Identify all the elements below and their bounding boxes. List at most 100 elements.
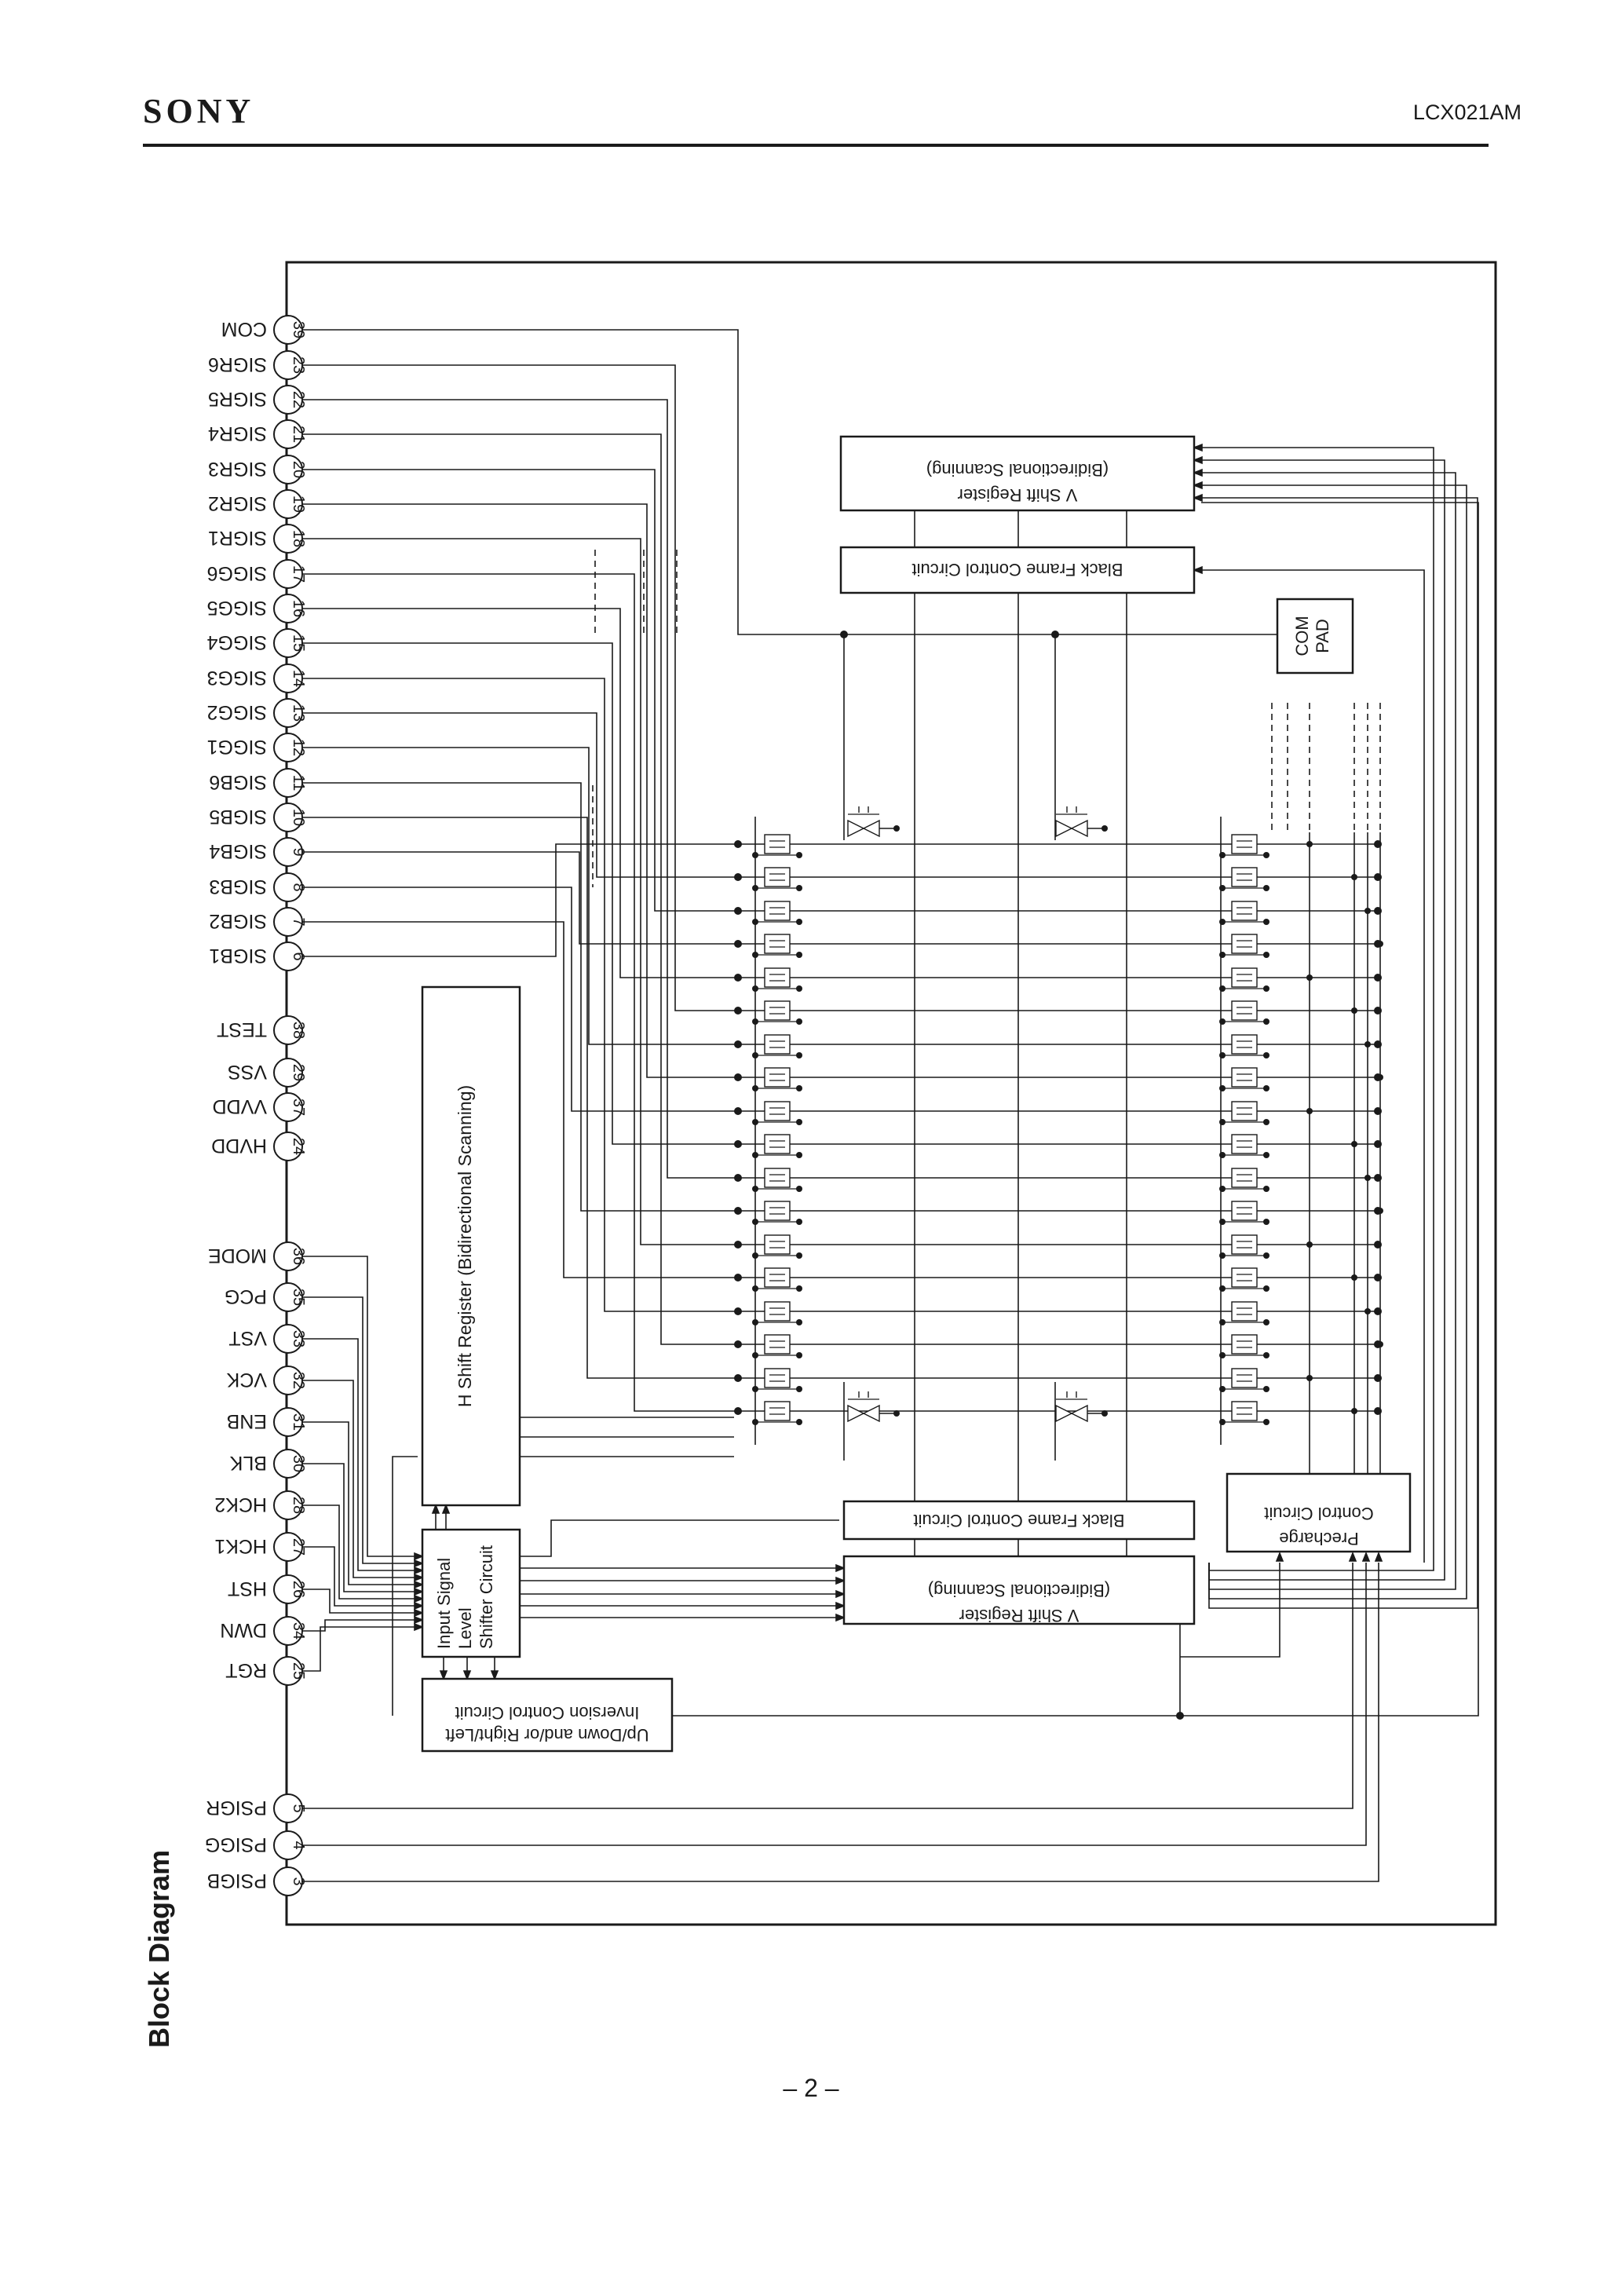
pin-number: 19	[290, 495, 307, 513]
matrix-row	[734, 967, 1382, 992]
v-shift-register-bottom-block: V Shift Register (Bidirectional Scanning…	[842, 1555, 1196, 1625]
pixel-switch	[1219, 1267, 1269, 1292]
precharge-line1: Precharge	[1279, 1529, 1359, 1548]
pixel-switch	[752, 1000, 802, 1025]
matrix-row	[734, 834, 1382, 858]
pin-number: 16	[290, 600, 307, 617]
pin-hvdd: 24 HVDD	[211, 1132, 307, 1161]
pin-number: 9	[290, 847, 307, 856]
matrix-row	[734, 901, 1382, 925]
pin-name: SIGB1	[209, 945, 267, 967]
matrix-row	[734, 934, 1383, 958]
matrix-row	[734, 867, 1382, 891]
pin-number: 24	[290, 1138, 307, 1155]
pixel-switch-matrix	[734, 806, 1383, 1445]
pixel-switch	[752, 834, 802, 858]
pin-name: HVDD	[211, 1135, 267, 1157]
pixel-switch	[752, 1034, 802, 1058]
transmission-gate	[847, 806, 900, 838]
pin-hck2: 28 HCK2	[214, 1490, 307, 1520]
pin-name: SIGR3	[208, 458, 267, 480]
pin-number: 36	[290, 1248, 307, 1265]
matrix-row	[734, 1267, 1382, 1292]
pin-sigb1: 6 SIGB1	[209, 941, 307, 971]
pin-sigb4: 9 SIGB4	[209, 837, 307, 867]
pixel-switch	[752, 901, 802, 925]
matrix-row	[734, 1067, 1383, 1091]
pixel-switch	[752, 1067, 802, 1091]
pixel-switch	[1219, 1000, 1269, 1025]
pin-vck: 32 VCK	[226, 1366, 307, 1395]
pin-name: SIGB4	[209, 840, 267, 862]
pixel-switch	[1219, 1101, 1269, 1125]
pin-name: VCK	[226, 1369, 267, 1391]
pin-name: HCK1	[214, 1535, 267, 1557]
pin-number: 37	[290, 1099, 307, 1116]
transmission-gate	[847, 1391, 900, 1423]
page-number: – 2 –	[783, 2074, 839, 2102]
v-shift-bottom-line2: (Bidirectional Scanning)	[928, 1581, 1110, 1600]
sony-logo: SONY	[143, 92, 255, 130]
pin-name: COM	[221, 318, 267, 340]
pin-number: 20	[290, 461, 307, 478]
pixel-switch	[1219, 934, 1269, 958]
pin-number: 6	[290, 952, 307, 960]
matrix-row	[734, 1401, 1382, 1425]
pixel-switch	[752, 1301, 802, 1325]
pin-com: 39 COM	[221, 315, 307, 345]
pin-name: SIGR1	[208, 527, 267, 549]
pin-number: 28	[290, 1497, 307, 1514]
up-down-line2: Inversion Control Circuit	[455, 1703, 640, 1723]
pixel-switch	[752, 934, 802, 958]
pixel-switch	[1219, 1334, 1269, 1358]
pixel-switch	[1219, 1168, 1269, 1192]
pixel-switch	[1219, 1201, 1269, 1225]
pin-list: 39COM23SIGR622SIGR521SIGR420SIGR319SIGR2…	[205, 315, 307, 1896]
pin-number: 26	[290, 1581, 307, 1598]
pin-number: 17	[290, 565, 307, 583]
pixel-switch	[1219, 1301, 1269, 1325]
transmission-gate	[1055, 806, 1108, 838]
pixel-switch	[1219, 1234, 1269, 1259]
pixel-switch	[752, 1101, 802, 1125]
pin-name: TEST	[217, 1018, 267, 1040]
pin-name: HCK2	[214, 1493, 267, 1515]
pin-number: 32	[290, 1372, 307, 1389]
pin-name: SIGB5	[209, 806, 267, 828]
pin-number: 30	[290, 1455, 307, 1472]
transmission-gate	[1055, 1391, 1108, 1423]
pin-psigb: 3 PSIGB	[207, 1866, 307, 1896]
pin-sigr3: 20 SIGR3	[208, 455, 307, 484]
black-frame-bottom-block: Black Frame Control Circuit	[842, 1500, 1196, 1541]
pixel-switch	[752, 1201, 802, 1225]
pin-number: 3	[290, 1877, 307, 1885]
pin-number: 35	[290, 1289, 307, 1306]
pin-number: 39	[290, 321, 307, 338]
h-shift-register-label: H Shift Register (Bidirectional Scanning…	[455, 1085, 475, 1407]
pin-number: 11	[290, 775, 307, 792]
pin-name: SIGB3	[209, 876, 267, 898]
pixel-switch	[752, 1401, 802, 1425]
pin-name: BLK	[229, 1452, 267, 1474]
pin-name: PSIGB	[207, 1870, 267, 1892]
pin-number: 4	[290, 1841, 307, 1849]
matrix-row	[734, 1301, 1382, 1325]
matrix-row	[734, 1168, 1382, 1192]
pixel-switch	[1219, 1401, 1269, 1425]
pin-number: 33	[290, 1330, 307, 1347]
